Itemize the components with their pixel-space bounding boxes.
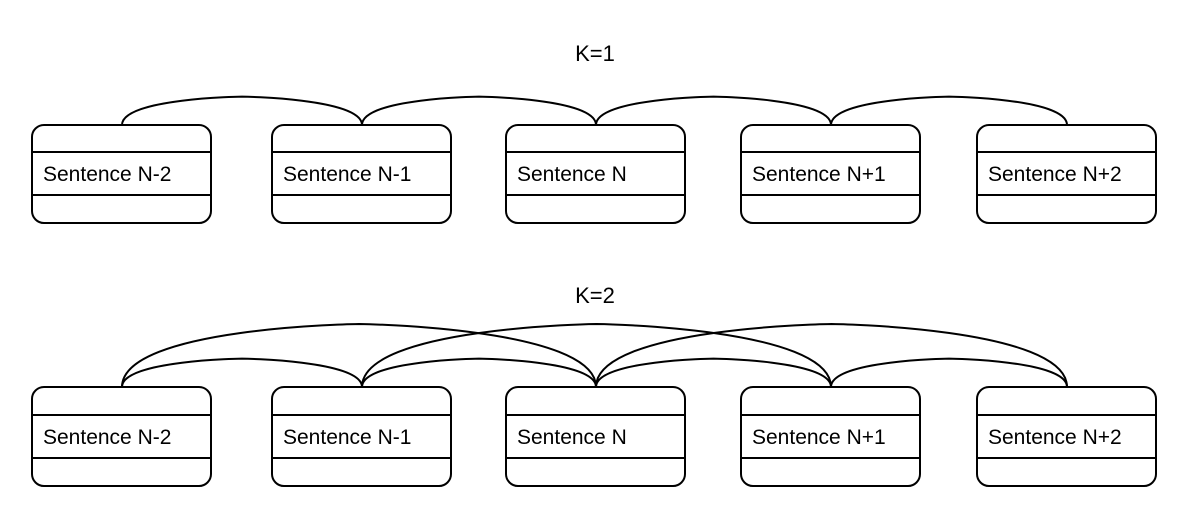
link-arc — [830, 95, 1068, 126]
sentence-label: Sentence N-2 — [43, 163, 171, 186]
link-arc — [121, 322, 597, 388]
sentence-label: Sentence N — [517, 163, 627, 186]
sentence-box-n: Sentence N — [505, 386, 686, 487]
panel-title: K=2 — [575, 283, 615, 308]
arcs — [121, 95, 1068, 126]
sentence-boxes: Sentence N-2 Sentence N-1 Sentence N Sen… — [31, 386, 1157, 487]
sentence-label: Sentence N-2 — [43, 426, 171, 449]
link-arc — [361, 357, 597, 388]
sentence-box-n: Sentence N — [505, 124, 686, 224]
sentence-box-n-minus-1: Sentence N-1 — [271, 124, 452, 224]
sentence-box-n-minus-1: Sentence N-1 — [271, 386, 452, 487]
panel-k2: K=2 Sentence N-2 Sentence N-1 Sentence N — [31, 283, 1157, 487]
link-arc — [830, 357, 1068, 388]
panel-title: K=1 — [575, 41, 615, 66]
sentence-boxes: Sentence N-2 Sentence N-1 Sentence N Sen… — [31, 124, 1157, 224]
sentence-label: Sentence N+1 — [752, 426, 886, 449]
sentence-box-n-plus-2: Sentence N+2 — [976, 386, 1157, 487]
link-arc — [595, 95, 832, 126]
link-arc — [595, 357, 832, 388]
link-arc — [361, 95, 597, 126]
sentence-label: Sentence N-1 — [283, 163, 411, 186]
link-arc — [121, 95, 363, 126]
sentence-box-n-plus-1: Sentence N+1 — [740, 124, 921, 224]
sentence-label: Sentence N+2 — [988, 426, 1122, 449]
sentence-box-n-plus-1: Sentence N+1 — [740, 386, 921, 487]
sentence-label: Sentence N — [517, 426, 627, 449]
sentence-box-n-minus-2: Sentence N-2 — [31, 124, 212, 224]
panel-k1: K=1 Sentence N-2 Sentence N-1 Sentence N — [31, 41, 1157, 224]
link-arc — [595, 322, 1068, 388]
arcs — [121, 322, 1068, 388]
link-arc — [121, 357, 363, 388]
sentence-label: Sentence N-1 — [283, 426, 411, 449]
sentence-box-n-plus-2: Sentence N+2 — [976, 124, 1157, 224]
link-arc — [361, 322, 832, 388]
sentence-box-n-minus-2: Sentence N-2 — [31, 386, 212, 487]
sentence-label: Sentence N+1 — [752, 163, 886, 186]
sentence-label: Sentence N+2 — [988, 163, 1122, 186]
